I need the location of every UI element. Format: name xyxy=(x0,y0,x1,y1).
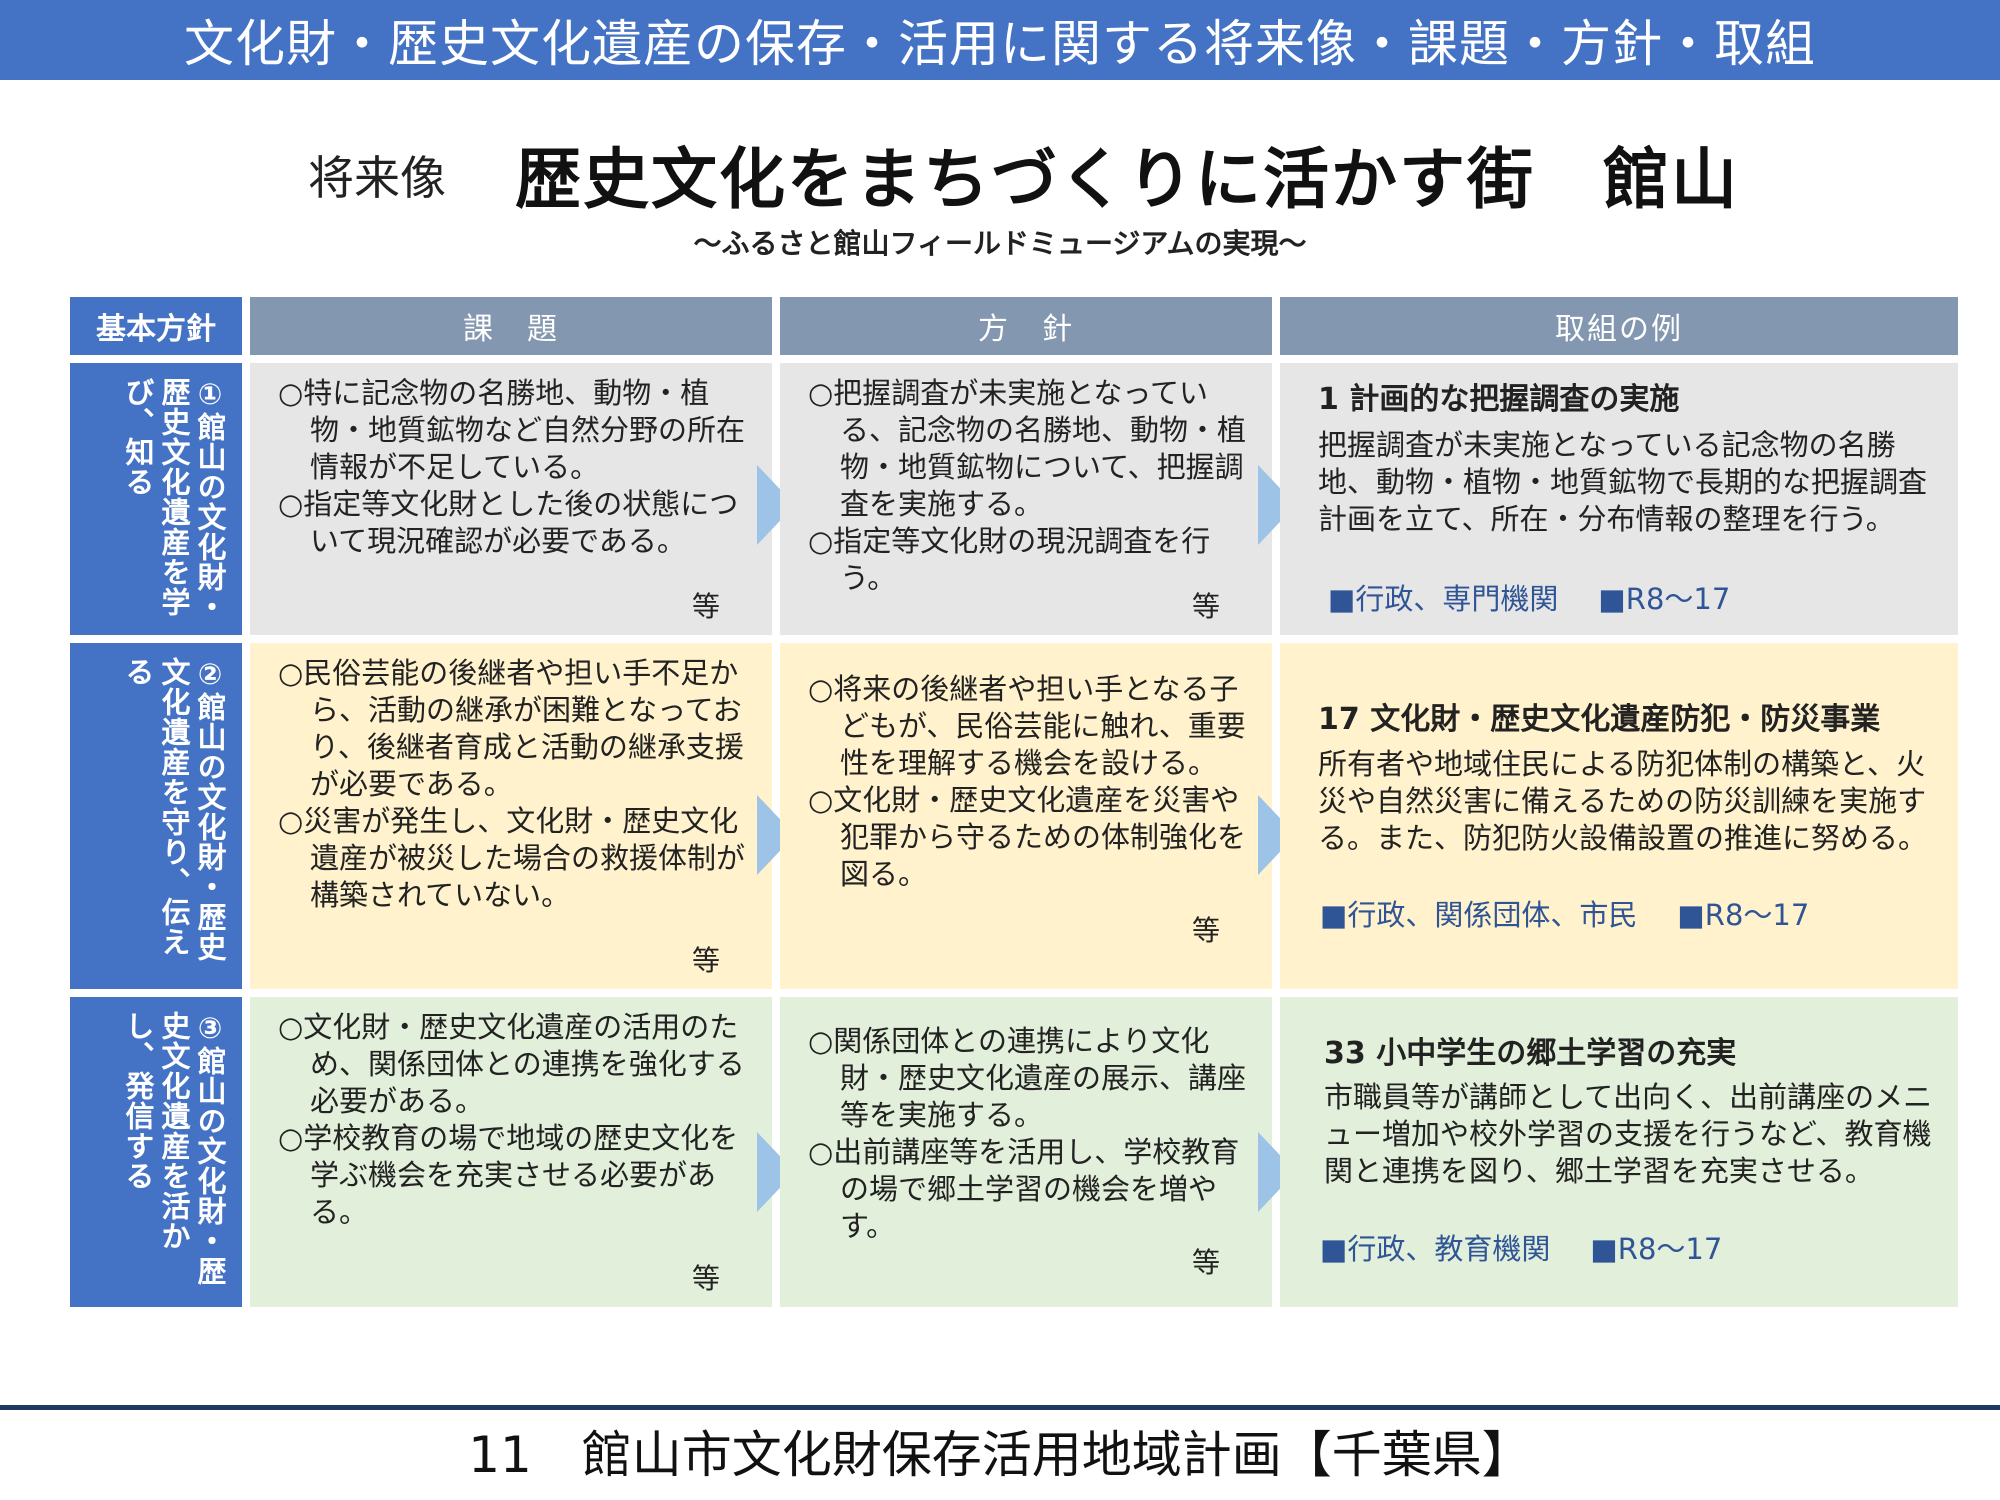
basic-policy-cell: ③館山の文化財・歴史文化遺産を活かし、発信する xyxy=(70,997,242,1307)
header-policy: 方 針 xyxy=(780,297,1272,355)
issue-item: ○文化財・歴史文化遺産の活用のため、関係団体との連携を強化する必要がある。 xyxy=(278,1010,745,1118)
example-title: 17 文化財・歴史文化遺産防犯・防災事業 xyxy=(1318,702,1881,737)
header-issues: 課 題 xyxy=(250,297,772,355)
example-body: 把握調査が未実施となっている記念物の名勝地、動物・植物・地質鉱物で長期的な把握調… xyxy=(1318,428,1928,536)
issue-item: ○災害が発生し、文化財・歴史文化遺産が被災した場合の救援体制が構築されていない。 xyxy=(278,804,746,912)
policy-item: ○出前講座等を活用し、学校教育の場で郷土学習の機会を増やす。 xyxy=(808,1135,1240,1243)
example-title: 1 計画的な把握調査の実施 xyxy=(1318,382,1680,417)
policy-item: ○文化財・歴史文化遺産を災害や犯罪から守るための体制強化を図る。 xyxy=(808,783,1247,891)
example-body: 所有者や地域住民による防犯体制の構築と、火災や自然災害に備えるための防災訓練を実… xyxy=(1318,747,1928,855)
policy-cell: ○把握調査が未実施となっている、記念物の名勝地、動物・植物・地質鉱物について、把… xyxy=(780,363,1272,635)
policy-cell: ○将来の後継者や担い手となる子どもが、民俗芸能に触れ、重要性を理解する機会を設け… xyxy=(780,643,1272,989)
example-body: 市職員等が講師として出向く、出前講座のメニュー増加や校外学習の支援を行うなど、教… xyxy=(1324,1080,1933,1188)
top-banner: 文化財・歴史文化遺産の保存・活用に関する将来像・課題・方針・取組 xyxy=(0,0,2000,80)
issues-cell: ○民俗芸能の後継者や担い手不足から、活動の継承が困難となっており、後継者育成と活… xyxy=(250,643,772,989)
footer-rule xyxy=(0,1405,2000,1410)
vision-title: 歴史文化をまちづくりに活かす街 館山 xyxy=(515,141,1739,218)
example-period: ■R8～17 xyxy=(1590,1232,1723,1266)
policy-item: ○将来の後継者や担い手となる子どもが、民俗芸能に触れ、重要性を理解する機会を設け… xyxy=(808,672,1246,780)
header-examples: 取組の例 xyxy=(1280,297,1958,355)
example-cell: 1 計画的な把握調査の実施 把握調査が未実施となっている記念物の名勝地、動物・植… xyxy=(1280,363,1958,635)
issue-item: ○学校教育の場で地域の歴史文化を学ぶ機会を充実させる必要がある。 xyxy=(278,1121,739,1229)
issues-etc: 等 xyxy=(691,590,720,623)
issue-item: ○特に記念物の名勝地、動物・植物・地質鉱物など自然分野の所在情報が不足している。 xyxy=(278,376,746,484)
vision-label: 将来像 xyxy=(308,151,446,205)
basic-policy-cell: ②館山の文化財・歴史文化遺産を守り、伝える xyxy=(70,643,242,989)
policy-item: ○把握調査が未実施となっている、記念物の名勝地、動物・植物・地質鉱物について、把… xyxy=(808,376,1247,521)
vision-heading: 将来像 歴史文化をまちづくりに活かす街 館山 xyxy=(0,120,2000,218)
issue-item: ○指定等文化財とした後の状態について現況確認が必要である。 xyxy=(278,487,739,558)
basic-policy-text: ①館山の文化財・歴史文化遺産を学び、知る xyxy=(121,377,227,622)
issues-cell: ○特に記念物の名勝地、動物・植物・地質鉱物など自然分野の所在情報が不足している。… xyxy=(250,363,772,635)
policy-cell: ○関係団体との連携により文化財・歴史文化遺産の展示、講座等を実施する。 ○出前講… xyxy=(780,997,1272,1307)
issues-cell: ○文化財・歴史文化遺産の活用のため、関係団体との連携を強化する必要がある。 ○学… xyxy=(250,997,772,1307)
example-period: ■R8～17 xyxy=(1598,582,1731,616)
example-cell: 17 文化財・歴史文化遺産防犯・防災事業 所有者や地域住民による防犯体制の構築と… xyxy=(1280,643,1958,989)
policy-etc: 等 xyxy=(1191,590,1220,623)
footer-title: 11 館山市文化財保存活用地域計画【千葉県】 xyxy=(468,1426,1532,1484)
issues-etc: 等 xyxy=(691,1262,720,1295)
example-cell: 33 小中学生の郷土学習の充実 市職員等が講師として出向く、出前講座のメニュー増… xyxy=(1280,997,1958,1307)
header-basic-policy: 基本方針 xyxy=(70,297,242,355)
basic-policy-cell: ①館山の文化財・歴史文化遺産を学び、知る xyxy=(70,363,242,635)
policy-item: ○関係団体との連携により文化財・歴史文化遺産の展示、講座等を実施する。 xyxy=(808,1024,1247,1132)
example-meta: ■行政、教育機関 ■R8～17 xyxy=(1320,1231,1762,1268)
example-title: 33 小中学生の郷土学習の充実 xyxy=(1324,1036,1737,1071)
example-actors: ■行政、専門機関 xyxy=(1328,582,1559,616)
example-meta: ■行政、専門機関 ■R8～17 xyxy=(1328,581,1770,618)
issues-etc: 等 xyxy=(691,944,720,977)
example-actors: ■行政、教育機関 xyxy=(1320,1232,1551,1266)
issue-item: ○民俗芸能の後継者や担い手不足から、活動の継承が困難となっており、後継者育成と活… xyxy=(278,656,744,801)
basic-policy-text: ③館山の文化財・歴史文化遺産を活かし、発信する xyxy=(121,1011,227,1286)
policy-etc: 等 xyxy=(1191,1246,1220,1279)
example-meta: ■行政、関係団体、市民 ■R8～17 xyxy=(1320,897,1849,934)
policy-etc: 等 xyxy=(1191,914,1220,947)
vision-subtitle: ～ふるさと館山フィールドミュージアムの実現～ xyxy=(693,227,1307,260)
example-period: ■R8～17 xyxy=(1677,898,1810,932)
policy-item: ○指定等文化財の現況調査を行う。 xyxy=(808,524,1211,595)
example-actors: ■行政、関係団体、市民 xyxy=(1320,898,1638,932)
basic-policy-text: ②館山の文化財・歴史文化遺産を守り、伝える xyxy=(121,657,227,962)
